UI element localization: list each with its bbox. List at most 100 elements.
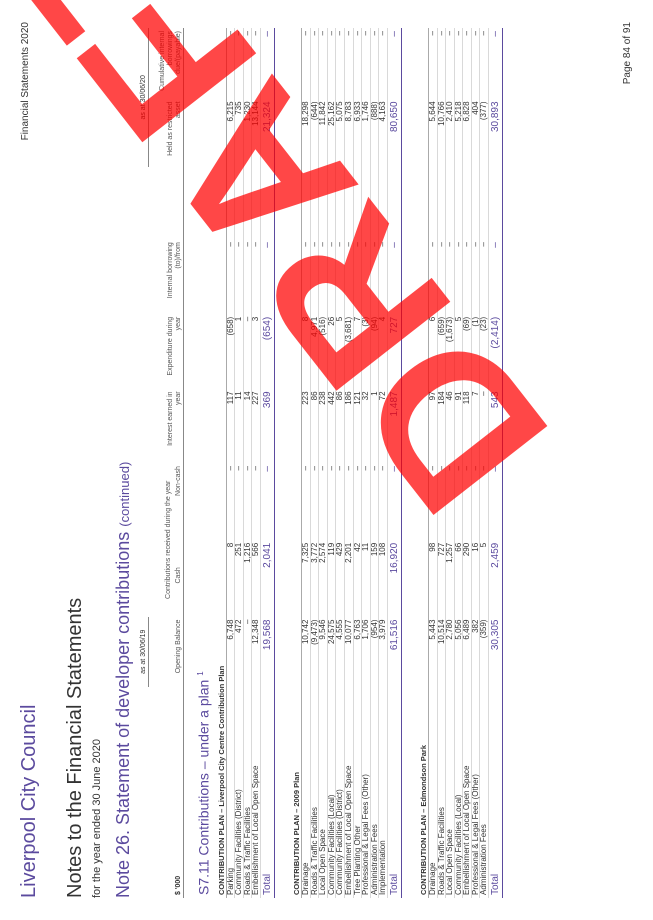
opening-cell: 10,742 [301,616,311,687]
table-row: Administration Fees(954)159–1(94)–(888)– [370,28,379,898]
spacer-cell [378,166,388,240]
expenditure-cell: (3) [361,313,371,389]
total-borrowing-cell: – [488,239,503,314]
cumulative-cell: – [234,28,244,99]
contributions-table: as at 30/06/19 as at 30/06/20 $ '000 Ope… [140,28,503,898]
section-title: S7.11 Contributions – under a plan 1 [183,28,212,898]
spacer-cell [260,166,275,240]
total-opening-cell: 61,516 [387,616,402,687]
spacer-row [274,28,287,898]
expenditure-cell: (3,681) [344,313,354,389]
borrowing-cell: – [243,239,252,314]
noncash-cell: – [318,463,328,540]
expenditure-cell: (23) [479,313,489,389]
interest-cell: 238 [318,388,328,464]
spacer-cell [437,166,446,240]
spacer-cell [445,166,455,240]
report-name: Financial Statements 2020 [20,22,31,141]
noncash-cell: – [479,463,489,540]
total-opening-cell: 30,305 [488,616,503,687]
interest-cell: 227 [251,388,261,464]
restricted-cell: 5,644 [428,98,437,167]
restricted-cell: 11,842 [318,98,328,167]
cash-cell: 2,201 [344,539,354,617]
expenditure-cell: 8 [301,313,311,389]
spacer-cell [479,166,489,240]
total-cash-cell: 16,920 [387,539,402,617]
borrowing-cell: – [479,239,489,314]
cumulative-cell: – [344,28,354,99]
total-cumulative-cell: – [387,28,402,99]
borrowing-cell: – [437,239,446,314]
borrowing-cell: – [370,239,379,314]
cumulative-cell: – [226,28,235,99]
section-title-row: S7.11 Contributions – under a plan 1 [183,28,212,898]
borrowing-cell: – [361,239,371,314]
restricted-cell: 735 [234,98,244,167]
interest-cell: 72 [378,388,388,464]
restricted-cell: 1,746 [361,98,371,167]
borrowing-cell: – [310,239,319,314]
table-row: Roads & Traffic Facilities(9,473)3,772–8… [310,28,319,898]
cumulative-cell: – [378,28,388,99]
cash-cell: 566 [251,539,261,617]
cash-header: Cash [174,567,182,584]
spacer-cell [318,166,328,240]
cumulative-cell: – [471,28,480,99]
plan-title: CONTRIBUTION PLAN – Edmondson Park [413,28,429,898]
section-superscript: 1 [195,671,205,676]
noncash-cell: – [437,463,446,540]
expenditure-cell: 3 [251,313,261,389]
page-number: Page 84 of 91 [622,22,633,85]
cumulative-cell: – [462,28,472,99]
cash-cell: 251 [234,539,244,617]
noncash-cell: – [327,463,336,540]
restricted-cell: 18,298 [301,98,311,167]
total-cash-cell: 2,459 [488,539,503,617]
noncash-cell: – [243,463,252,540]
row-label: Community Facilities (District) [234,686,244,898]
interest-cell: 118 [462,388,472,464]
noncash-cell: – [301,463,311,540]
spacer-cell [401,28,414,898]
table-row: Administration Fees(359)5––(23)–(377)– [479,28,489,898]
noncash-cell: – [335,463,345,540]
spacer-cell [361,166,371,240]
total-expenditure-cell: 727 [387,313,402,389]
total-restricted-cell: 30,893 [488,98,503,167]
spacer-cell [243,166,252,240]
spacer-cell [335,166,345,240]
noncash-cell: – [471,463,480,540]
noncash-cell: – [310,463,319,540]
total-label: Total [387,686,402,898]
spacer-cell [471,166,480,240]
document-title: Notes to the Financial Statements [64,597,86,898]
total-interest-cell: 369 [260,388,275,464]
opening-header: Opening Balance [148,616,184,687]
total-restricted-cell: 80,650 [387,98,402,167]
spacer-cell [226,166,235,240]
spacer-cell [370,166,379,240]
spacer-cell [428,166,437,240]
restricted-cell: (377) [479,98,489,167]
total-cumulative-cell: – [260,28,275,99]
borrowing-cell: – [318,239,328,314]
noncash-cell: – [361,463,371,540]
as-at-closing: as at 30/06/20 [140,28,149,167]
spacer-cell [234,166,244,240]
spacer-cell [344,166,354,240]
period-subtitle: for the year ended 30 June 2020 [91,738,103,898]
cumulative-cell: – [310,28,319,99]
opening-cell: 3,979 [378,616,388,687]
